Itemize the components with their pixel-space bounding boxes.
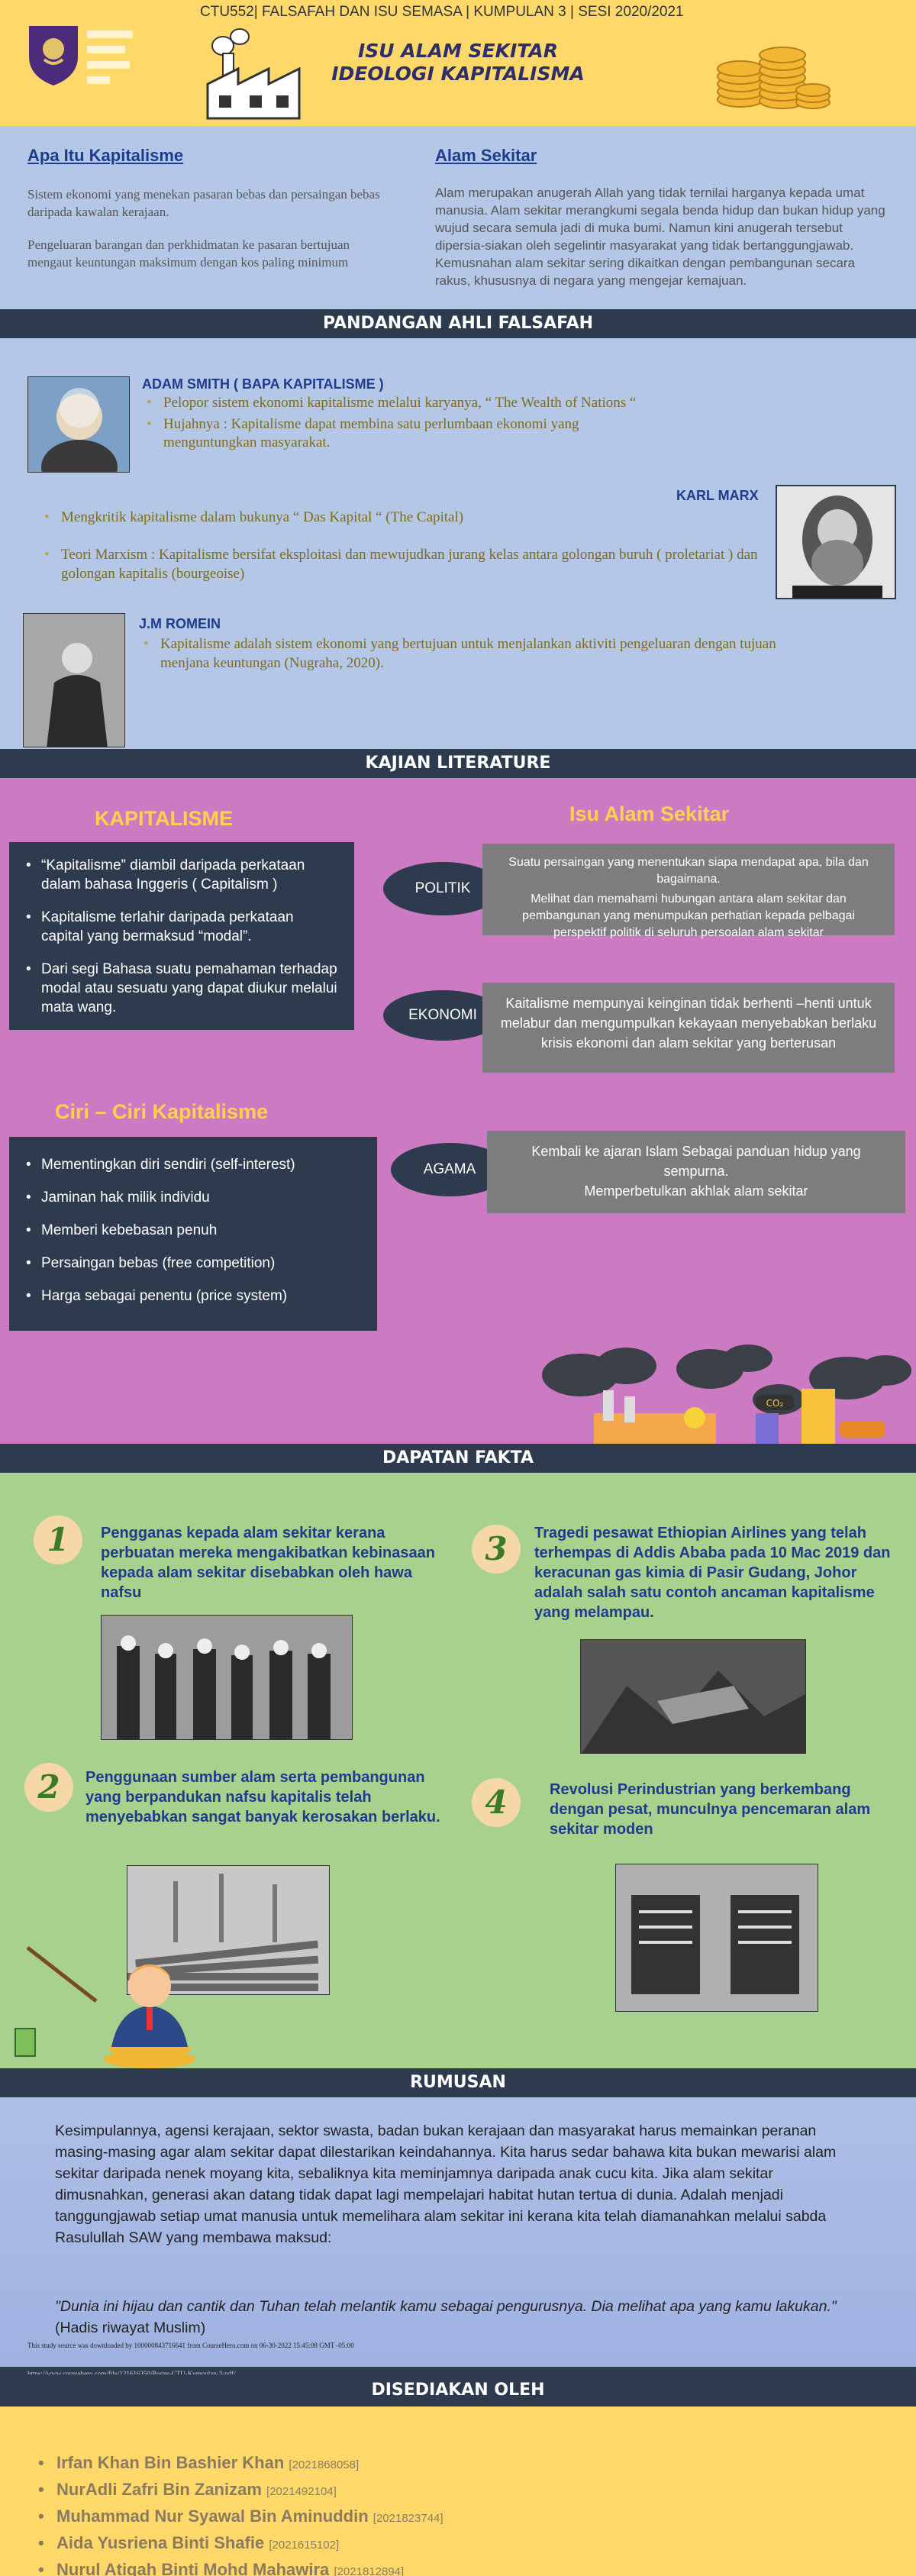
literature-section: KAPITALISME “Kapitalisme” diambil daripa… <box>0 778 916 1444</box>
facts-section: 1 Pengganas kepada alam sekitar kerana p… <box>0 1473 916 2068</box>
list-item: Kapitalisme adalah sistem ekonomi yang b… <box>139 634 795 673</box>
romein-points: Kapitalisme adalah sistem ekonomi yang b… <box>139 634 795 676</box>
course-line: CTU552| FALSAFAH DAN ISU SEMASA | KUMPUL… <box>200 4 684 20</box>
businessman-illustration <box>12 1932 211 2070</box>
member-id: [2021615102] <box>269 2539 340 2552</box>
fact-text-3: Tragedi pesawat Ethiopian Airlines yang … <box>534 1525 891 1621</box>
intro-right-text: Alam merupakan anugerah Allah yang tidak… <box>435 186 885 288</box>
fact-text-1: Pengganas kepada alam sekitar kerana per… <box>101 1525 435 1601</box>
member-id: [2021812894] <box>334 2565 405 2576</box>
kapitalisme-box: “Kapitalisme” diambil daripada perkataan… <box>9 842 354 1030</box>
factory-illustration <box>200 23 307 122</box>
list-item: Teori Marxism : Kapitalisme bersifat eks… <box>40 545 765 583</box>
fact-number-2: 2 <box>24 1763 73 1812</box>
university-logo <box>26 21 140 90</box>
list-item: Kapitalisme terlahir daripada perkataan … <box>24 908 339 946</box>
list-item: Harga sebagai penentu (price system) <box>24 1286 362 1306</box>
ciri-heading: Ciri – Ciri Kapitalisme <box>55 1100 269 1123</box>
fact-photo-4 <box>615 1864 818 2012</box>
member-name: Nurul Atiqah Binti Mohd Mahawira <box>56 2560 330 2576</box>
list-item: Memperbetulkan akhlak alam sekitar <box>584 1183 808 1199</box>
list-item: Pelopor sistem ekonomi kapitalisme melal… <box>142 394 661 412</box>
ciri-box: Mementingkan diri sendiri (self-interest… <box>9 1137 377 1331</box>
page-title: ISU ALAM SEKITAR IDEOLOGI KAPITALISMA <box>305 40 611 86</box>
karl-marx-name: KARL MARX <box>676 488 759 503</box>
facts-bar: DAPATAN FAKTA <box>0 1444 916 1473</box>
pollution-illustration: CO₂ <box>527 1344 916 1459</box>
list-item: “Kapitalisme” diambil daripada perkataan… <box>24 856 339 894</box>
download-footnote: This study source was downloaded by 1000… <box>27 2342 354 2349</box>
karl-marx-portrait <box>776 485 896 599</box>
header: CTU552| FALSAFAH DAN ISU SEMASA | KUMPUL… <box>0 0 916 126</box>
intro-left-heading: Apa Itu Kapitalisme <box>27 146 184 165</box>
fact-text-4: Revolusi Perindustrian yang berkembang d… <box>550 1781 871 1838</box>
isu-heading: Isu Alam Sekitar <box>569 802 730 825</box>
karl-marx-points: Mengkritik kapitalisme dalam bukunya “ D… <box>40 508 765 586</box>
list-item: Nurul Atiqah Binti Mohd Mahawira [202181… <box>34 2558 443 2576</box>
politik-box: Suatu persaingan yang menentukan siapa m… <box>482 844 895 939</box>
list-item: Mementingkan diri sendiri (self-interest… <box>24 1155 362 1174</box>
literature-bar: KAJIAN LITERATURE <box>0 749 916 778</box>
romein-name: J.M ROMEIN <box>139 616 221 631</box>
intro-right-heading: Alam Sekitar <box>435 146 537 165</box>
quote-text: "Dunia ini hijau dan cantik dan Tuhan te… <box>55 2298 837 2315</box>
adam-smith-points: Pelopor sistem ekonomi kapitalisme melal… <box>142 394 661 455</box>
philosophers-bar: PANDANGAN AHLI FALSAFAH <box>0 309 916 338</box>
intro-left-paragraph-2: Pengeluaran barangan dan perkhidmatan ke… <box>27 237 350 270</box>
member-id: [2021492104] <box>266 2485 337 2498</box>
coins-illustration <box>710 31 832 115</box>
list-item: Muhammad Nur Syawal Bin Aminuddin [20218… <box>34 2504 443 2531</box>
list-item: Suatu persaingan yang menentukan siapa m… <box>508 856 869 886</box>
fact-number-1: 1 <box>34 1516 82 1564</box>
summary-bar: RUMUSAN <box>0 2068 916 2097</box>
list-item: Melihat dan memahami hubungan antara ala… <box>522 893 855 939</box>
fact-photo-1 <box>101 1615 353 1740</box>
list-item: Hujahnya : Kapitalisme dapat membina sat… <box>142 415 661 452</box>
list-item: Persaingan bebas (free competition) <box>24 1254 362 1273</box>
member-name: NurAdli Zafri Bin Zanizam <box>56 2480 262 2499</box>
summary-section: Kesimpulannya, agensi kerajaan, sektor s… <box>0 2097 916 2367</box>
ekonomi-box: Kaitalisme mempunyai keinginan tidak ber… <box>482 983 895 1073</box>
factory-sign: CO₂ <box>766 1398 784 1409</box>
list-item: Mengkritik kapitalisme dalam bukunya “ D… <box>40 508 765 527</box>
title-line-1: ISU ALAM SEKITAR <box>358 40 558 62</box>
intro-section: Apa Itu Kapitalisme Sistem ekonomi yang … <box>0 126 916 309</box>
intro-left-text: Sistem ekonomi yang menekan pasaran beba… <box>27 186 386 271</box>
kapitalisme-heading: KAPITALISME <box>95 807 233 830</box>
source-url: https://www.coursehero.com/file/12161635… <box>27 2370 236 2377</box>
adam-smith-name: ADAM SMITH ( BAPA KAPITALISME ) <box>142 376 384 392</box>
list-item: Aida Yusriena Binti Shafie [2021615102] <box>34 2531 443 2558</box>
philosophers-section: ADAM SMITH ( BAPA KAPITALISME ) Pelopor … <box>0 338 916 749</box>
fact-number-3: 3 <box>472 1525 521 1574</box>
romein-photo <box>23 613 125 747</box>
member-name: Irfan Khan Bin Bashier Khan <box>56 2453 285 2472</box>
member-name: Aida Yusriena Binti Shafie <box>56 2533 265 2552</box>
member-name: Muhammad Nur Syawal Bin Aminuddin <box>56 2507 369 2526</box>
list-item: Dari segi Bahasa suatu pemahaman terhada… <box>24 960 339 1017</box>
member-id: [2021868058] <box>289 2458 360 2471</box>
summary-paragraph: Kesimpulannya, agensi kerajaan, sektor s… <box>55 2122 837 2246</box>
agama-box: Kembali ke ajaran Islam Sebagai panduan … <box>487 1131 905 1213</box>
title-line-2: IDEOLOGI KAPITALISMA <box>331 63 585 85</box>
member-id: [2021823744] <box>373 2512 443 2525</box>
list-item: Irfan Khan Bin Bashier Khan [2021868058] <box>34 2451 443 2478</box>
list-item: NurAdli Zafri Bin Zanizam [2021492104] <box>34 2478 443 2504</box>
fact-number-4: 4 <box>472 1778 521 1827</box>
credits-bar: DISEDIAKAN OLEH <box>0 2374 916 2407</box>
fact-photo-3 <box>580 1639 806 1754</box>
list-item: Kembali ke ajaran Islam Sebagai panduan … <box>531 1144 861 1179</box>
quote-source: (Hadis riwayat Muslim) <box>55 2319 206 2336</box>
list-item: Memberi kebebasan penuh <box>24 1221 362 1240</box>
credits-section: Irfan Khan Bin Bashier Khan [2021868058]… <box>0 2407 916 2576</box>
intro-left-paragraph-1: Sistem ekonomi yang menekan pasaran beba… <box>27 187 380 219</box>
summary-quote: "Dunia ini hijau dan cantik dan Tuhan te… <box>55 2296 867 2339</box>
credits-list: Irfan Khan Bin Bashier Khan [2021868058]… <box>34 2451 443 2576</box>
adam-smith-portrait <box>27 376 130 473</box>
list-item: Jaminan hak milik individu <box>24 1188 362 1207</box>
fact-text-2: Penggunaan sumber alam serta pembangunan… <box>85 1769 440 1825</box>
list-item: Kaitalisme mempunyai keinginan tidak ber… <box>500 996 877 1051</box>
